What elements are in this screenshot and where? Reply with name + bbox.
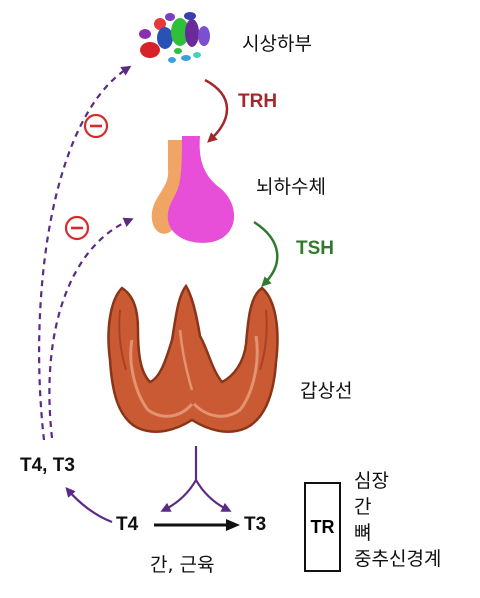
pituitary-label: 뇌하수체 bbox=[256, 176, 326, 198]
pituitary-illustration bbox=[151, 136, 235, 243]
tsh-label: TSH bbox=[296, 238, 334, 259]
receptor-box: TR bbox=[304, 482, 341, 572]
t3-label: T3 bbox=[244, 514, 267, 535]
trh-label: TRH bbox=[238, 91, 278, 112]
receptor-target-list: 심장 간 뼈 중추신경계 bbox=[354, 468, 441, 572]
tsh-arrow bbox=[253, 220, 279, 287]
receptor-target-item: 심장 bbox=[354, 470, 389, 492]
receptor-label: TR bbox=[310, 517, 335, 537]
feedback-arrow-pituitary bbox=[48, 217, 134, 439]
thyroid-label: 갑상선 bbox=[300, 380, 353, 402]
receptor-target-item: 중추신경계 bbox=[354, 548, 442, 570]
hypothalamus-illustration bbox=[139, 12, 210, 63]
output-arrow-t4 bbox=[160, 479, 197, 512]
t4-label: T4 bbox=[116, 514, 139, 535]
receptor-target-item: 간 bbox=[354, 496, 372, 518]
inhibit-symbol-pituitary bbox=[64, 215, 90, 241]
trh-arrow bbox=[204, 78, 229, 143]
feedback-arrow-hypothalamus bbox=[38, 65, 132, 441]
output-arrow-t3 bbox=[195, 479, 232, 512]
inhibit-symbol-hypothalamus bbox=[83, 113, 109, 139]
t4-t3-label: T4, T3 bbox=[20, 455, 75, 476]
conversion-site-label: 간, 근육 bbox=[150, 554, 215, 576]
t4-to-circulation-arrow bbox=[65, 486, 113, 524]
thyroid-illustration bbox=[107, 283, 279, 433]
receptor-target-item: 뼈 bbox=[354, 522, 372, 544]
hypothalamus-label: 시상하부 bbox=[242, 33, 312, 55]
